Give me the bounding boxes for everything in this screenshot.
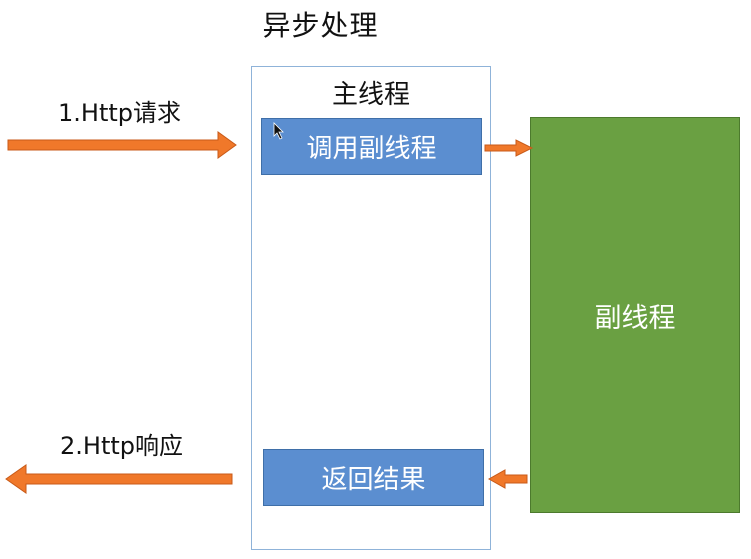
call-worker-box: 调用副线程 bbox=[261, 118, 482, 175]
mouse-cursor-icon bbox=[273, 122, 284, 140]
http-request-label: 1.Http请求 bbox=[58, 99, 181, 127]
call-worker-box-label: 调用副线程 bbox=[306, 134, 437, 164]
worker-thread-box: 副线程 bbox=[530, 117, 740, 513]
http-response-label: 2.Http响应 bbox=[60, 432, 183, 460]
return-result-box-label: 返回结果 bbox=[321, 465, 426, 495]
worker-thread-label: 副线程 bbox=[594, 302, 676, 334]
return-result-arrow bbox=[487, 469, 528, 489]
main-thread-label: 主线程 bbox=[331, 80, 410, 110]
http-request-arrow bbox=[7, 131, 237, 159]
diagram-title: 异步处理 bbox=[262, 9, 379, 42]
http-response-arrow bbox=[5, 464, 233, 494]
call-worker-arrow bbox=[484, 139, 534, 157]
return-result-box: 返回结果 bbox=[263, 449, 484, 506]
